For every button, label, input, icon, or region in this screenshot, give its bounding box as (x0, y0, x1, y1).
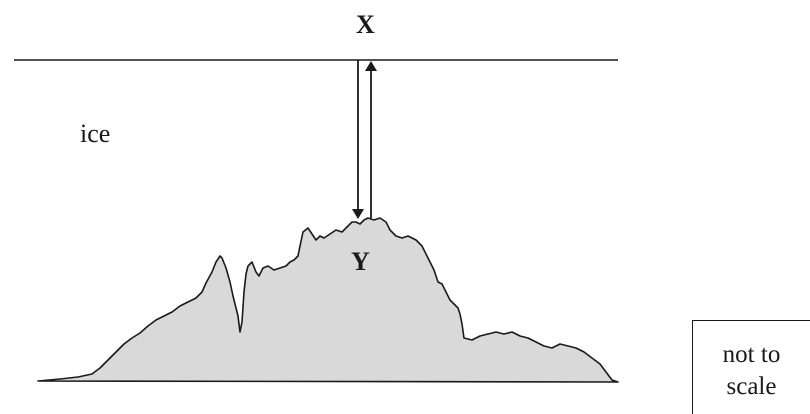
scale-note-line-1: not to (722, 341, 781, 368)
scale-note-box: not to scale (692, 320, 810, 414)
bedrock-mound (37, 217, 619, 383)
label-x: X (356, 10, 375, 39)
label-ice: ice (80, 119, 111, 148)
label-y: Y (351, 247, 370, 276)
scale-note-line-2: scale (726, 373, 777, 400)
